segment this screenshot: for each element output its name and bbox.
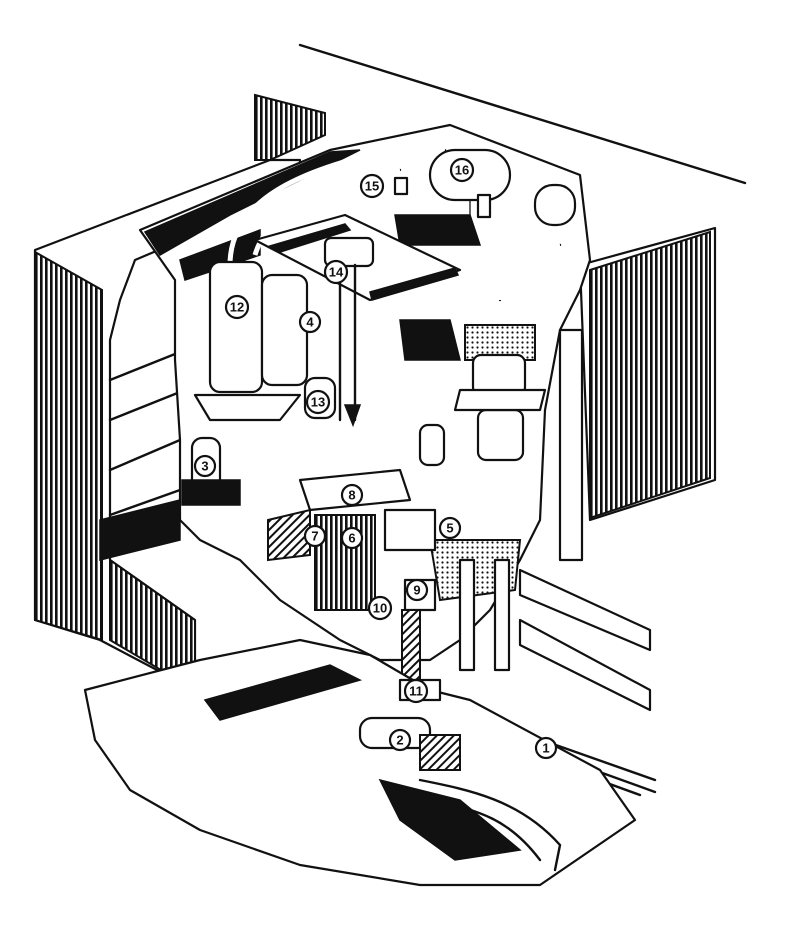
foundation bbox=[83, 638, 637, 887]
callout-3-text: 3 bbox=[201, 459, 208, 474]
callout-10: 10 bbox=[367, 595, 393, 621]
polar-crane bbox=[253, 213, 462, 428]
callout-11: 11 bbox=[403, 678, 429, 704]
callout-15: 15 bbox=[359, 173, 385, 199]
callout-13-text: 13 bbox=[311, 395, 325, 410]
callout-3: 3 bbox=[193, 454, 217, 478]
callout-13: 13 bbox=[305, 389, 331, 415]
callout-4-text: 4 bbox=[306, 315, 314, 330]
callout-16-text: 16 bbox=[455, 163, 469, 178]
callout-5: 5 bbox=[438, 516, 462, 540]
callout-5-text: 5 bbox=[446, 521, 453, 536]
callout-15-text: 15 bbox=[365, 179, 379, 194]
callout-4: 4 bbox=[298, 310, 322, 334]
callout-6: 6 bbox=[340, 526, 364, 550]
callout-2: 2 bbox=[388, 728, 412, 752]
callout-1-text: 1 bbox=[542, 741, 549, 756]
support-columns bbox=[458, 328, 584, 672]
callouts: 1 2 3 4 5 6 7 8 9 10 11 12 13 14 15 16 bbox=[193, 157, 558, 760]
callout-9: 9 bbox=[405, 578, 429, 602]
callout-9-text: 9 bbox=[413, 583, 420, 598]
right-outer-wall bbox=[578, 226, 717, 522]
callout-16: 16 bbox=[449, 157, 475, 183]
callout-8-text: 8 bbox=[348, 488, 355, 503]
callout-7-text: 7 bbox=[311, 529, 318, 544]
containment-structure bbox=[99, 123, 592, 662]
callout-1: 1 bbox=[534, 736, 558, 760]
callout-14-text: 14 bbox=[329, 265, 344, 280]
callout-11-text: 11 bbox=[409, 684, 423, 699]
callout-14: 14 bbox=[323, 259, 349, 285]
callout-2-text: 2 bbox=[396, 733, 403, 748]
callout-7: 7 bbox=[303, 524, 327, 548]
callout-6-text: 6 bbox=[348, 531, 355, 546]
coolant-pumps bbox=[181, 376, 446, 506]
roof-edge-line bbox=[298, 43, 747, 185]
callout-12: 12 bbox=[224, 294, 250, 320]
callout-10-text: 10 bbox=[373, 601, 387, 616]
steam-generators bbox=[193, 260, 547, 462]
callout-12-text: 12 bbox=[230, 300, 244, 315]
callout-8: 8 bbox=[340, 483, 364, 507]
